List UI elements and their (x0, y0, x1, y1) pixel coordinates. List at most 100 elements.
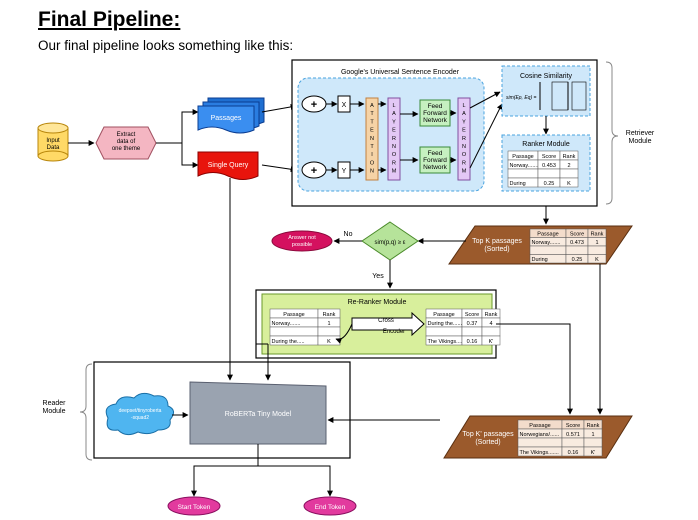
decision-no: No (344, 231, 353, 238)
layernorm-block-1 (387, 97, 401, 181)
letter: A (370, 103, 374, 109)
rr-right-cell: During the....... (428, 321, 465, 327)
rr-left-cell: Norway....... (272, 321, 301, 327)
encoder-top-row: + X (301, 95, 365, 113)
topk2-cell: K' (591, 450, 596, 456)
svg-text:deepset/tinyroberta: deepset/tinyroberta (119, 408, 162, 414)
reranker-title: Re-Ranker Module (348, 299, 407, 306)
topk-header: Score (570, 232, 584, 238)
table-cell (481, 335, 501, 346)
table-cell (559, 177, 579, 188)
rr-right-cell: K' (489, 339, 494, 345)
ranker-cell: K (567, 181, 571, 187)
svg-text:+: + (311, 99, 317, 111)
rr-right-cell: 4 (489, 321, 492, 327)
start-token-oval: Start Token (167, 496, 221, 516)
letter: N (370, 136, 374, 142)
svg-text:Feed: Feed (428, 103, 443, 110)
model-cloud: deepset/tinyroberta -squad2 (105, 392, 174, 436)
retriever-label-2: Module (629, 138, 652, 145)
reader-brace (79, 363, 93, 461)
input-data-line2: Data (47, 145, 60, 151)
svg-text:Start Token: Start Token (178, 504, 211, 511)
decision-yes: Yes (372, 273, 384, 280)
svg-text:possible: possible (292, 242, 312, 248)
letter: L (462, 103, 465, 109)
table-cell (529, 245, 567, 255)
rr-left-header: Rank (323, 312, 336, 318)
single-query-document: Single Query (197, 151, 259, 180)
top-k-label-1: Top K passages (472, 238, 522, 245)
encoder-title: Google's Universal Sentence Encoder (341, 69, 460, 76)
extract-hexagon: Extract data of one theme (95, 126, 157, 160)
topk2-cell: Norwegians/...... (520, 432, 560, 438)
letter: Y (392, 119, 396, 125)
ranker-cell: 2 (567, 163, 570, 169)
letter: R (462, 136, 466, 142)
letter: N (370, 169, 374, 175)
svg-text:Network: Network (423, 164, 448, 171)
topk-cell: 1 (595, 240, 598, 246)
input-data-cylinder: Input Data (37, 122, 69, 162)
letter: R (392, 136, 396, 142)
table-cell (587, 245, 607, 255)
top-k-prime-label-2: (Sorted) (475, 439, 500, 446)
table-cell (537, 168, 561, 179)
ranker-title: Ranker Module (522, 141, 570, 148)
table-cell (317, 326, 341, 337)
table-cell (565, 245, 589, 255)
svg-text:End Token: End Token (315, 504, 346, 511)
topk-cell: During (532, 257, 548, 263)
rr-left-cell: During the..... (272, 339, 305, 345)
table-cell (507, 168, 539, 179)
reader-label-1: Reader (43, 400, 67, 407)
letter: I (371, 152, 373, 158)
svg-text:data of: data of (117, 139, 136, 145)
svg-text:Forward: Forward (423, 110, 447, 117)
ranker-header: Passage (512, 154, 533, 160)
topk-cell: 0.473 (570, 240, 584, 246)
letter: R (462, 160, 466, 166)
ranker-cell: During (510, 181, 526, 187)
passages-document: Passages (197, 97, 265, 134)
letter: T (370, 111, 374, 117)
letter: E (392, 128, 396, 134)
cosine-vectors (539, 81, 587, 111)
topk2-header: Passage (529, 423, 550, 429)
svg-text:Extract: Extract (117, 132, 136, 138)
letter: E (462, 128, 466, 134)
letter: E (370, 128, 374, 134)
rr-right-header: Passage (433, 312, 454, 318)
svg-text:Network: Network (423, 117, 448, 124)
page-subtitle: Our final pipeline looks something like … (38, 38, 294, 53)
rr-right-cell: 0.37 (467, 321, 478, 327)
topk2-cell: 0.16 (568, 450, 579, 456)
letter: T (370, 119, 374, 125)
svg-text:Single Query: Single Query (208, 162, 249, 169)
topk2-cell: The Vikings....... (520, 450, 560, 456)
letter: L (392, 103, 395, 109)
ranker-cell: 0.453 (542, 163, 556, 169)
letter: T (370, 144, 374, 150)
topk2-cell: 0.571 (566, 432, 580, 438)
letter: O (462, 152, 467, 158)
retriever-label-1: Retriever (626, 130, 655, 137)
top-k-label-2: (Sorted) (484, 246, 509, 253)
table-cell (583, 437, 603, 448)
table-cell (587, 254, 607, 264)
svg-text:Feed: Feed (428, 150, 443, 157)
topk2-header: Rank (587, 423, 600, 429)
table-cell (461, 326, 483, 337)
reader-label-2: Module (43, 408, 66, 415)
letter: R (392, 160, 396, 166)
rr-right-cell: The Vikings....... (428, 339, 468, 345)
input-data-line1: Input (46, 138, 60, 144)
cosine-similarity-box (501, 65, 591, 117)
table-cell (517, 437, 563, 448)
